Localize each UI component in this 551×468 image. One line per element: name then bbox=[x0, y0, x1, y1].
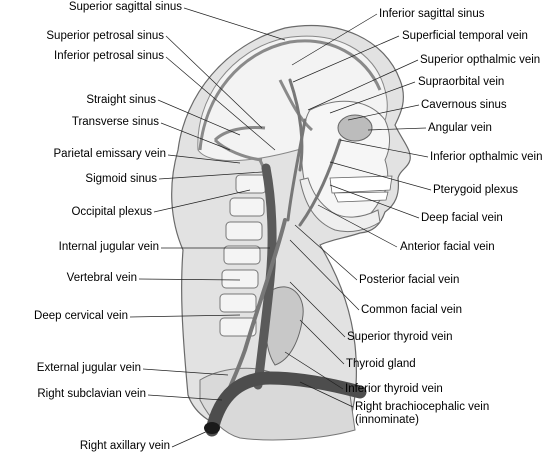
label-internal-jugular-vein: Internal jugular vein bbox=[58, 241, 159, 253]
label-right-brachiocephalic-vein-line2: (innominate) bbox=[355, 414, 419, 426]
label-transverse-sinus: Transverse sinus bbox=[71, 116, 159, 128]
label-common-facial-vein: Common facial vein bbox=[361, 304, 462, 316]
label-parietal-emissary-vein: Parietal emissary vein bbox=[53, 148, 166, 160]
dural-sinuses bbox=[198, 39, 382, 193]
label-cavernous-sinus: Cavernous sinus bbox=[421, 99, 507, 111]
facial-veins bbox=[286, 78, 342, 227]
label-sigmoid-sinus: Sigmoid sinus bbox=[85, 173, 157, 185]
label-superficial-temporal-vein: Superficial temporal vein bbox=[402, 30, 528, 42]
label-straight-sinus: Straight sinus bbox=[86, 94, 156, 106]
label-inferior-thyroid-vein: Inferior thyroid vein bbox=[345, 383, 443, 395]
cervical-spine bbox=[219, 174, 267, 337]
subclavian-brachiocephalic-vein bbox=[205, 371, 367, 437]
label-superior-petrosal-sinus: Superior petrosal sinus bbox=[46, 30, 164, 42]
label-superior-sagittal-sinus: Superior sagittal sinus bbox=[68, 1, 182, 13]
axillary-vein-end bbox=[204, 422, 220, 434]
teeth bbox=[329, 175, 393, 203]
label-inferior-petrosal-sinus: Inferior petrosal sinus bbox=[54, 50, 164, 62]
label-occipital-plexus: Occipital plexus bbox=[71, 206, 152, 218]
label-right-brachiocephalic-vein: Right brachiocephalic vein (innominate) bbox=[355, 401, 489, 427]
label-thyroid-gland: Thyroid gland bbox=[346, 358, 416, 370]
orbit bbox=[337, 114, 373, 142]
label-pterygoid-plexus: Pterygoid plexus bbox=[433, 184, 519, 196]
internal-jugular-vein bbox=[253, 163, 277, 390]
label-inferior-opthalmic-vein: Inferior opthalmic vein bbox=[430, 151, 543, 163]
label-inferior-sagittal-sinus: Inferior sagittal sinus bbox=[379, 8, 485, 20]
label-angular-vein: Angular vein bbox=[428, 122, 492, 134]
label-posterior-facial-vein: Posterior facial vein bbox=[359, 274, 460, 286]
label-right-brachiocephalic-vein-line1: Right brachiocephalic vein bbox=[355, 401, 490, 413]
label-deep-facial-vein: Deep facial vein bbox=[421, 212, 503, 224]
external-jugular-vein bbox=[226, 218, 287, 394]
label-superior-thyroid-vein: Superior thyroid vein bbox=[347, 331, 453, 343]
leader-lines bbox=[129, 7, 432, 448]
label-superior-opthalmic-vein: Superior opthalmic vein bbox=[420, 54, 541, 66]
label-external-jugular-vein: External jugular vein bbox=[36, 362, 141, 374]
label-right-subclavian-vein: Right subclavian vein bbox=[37, 388, 146, 400]
mandible bbox=[299, 177, 381, 233]
label-supraorbital-vein: Supraorbital vein bbox=[418, 76, 505, 88]
label-anterior-facial-vein: Anterior facial vein bbox=[400, 241, 495, 253]
label-deep-cervical-vein: Deep cervical vein bbox=[34, 310, 128, 322]
label-vertebral-vein: Vertebral vein bbox=[66, 272, 137, 284]
label-right-axillary-vein: Right axillary vein bbox=[79, 440, 170, 452]
